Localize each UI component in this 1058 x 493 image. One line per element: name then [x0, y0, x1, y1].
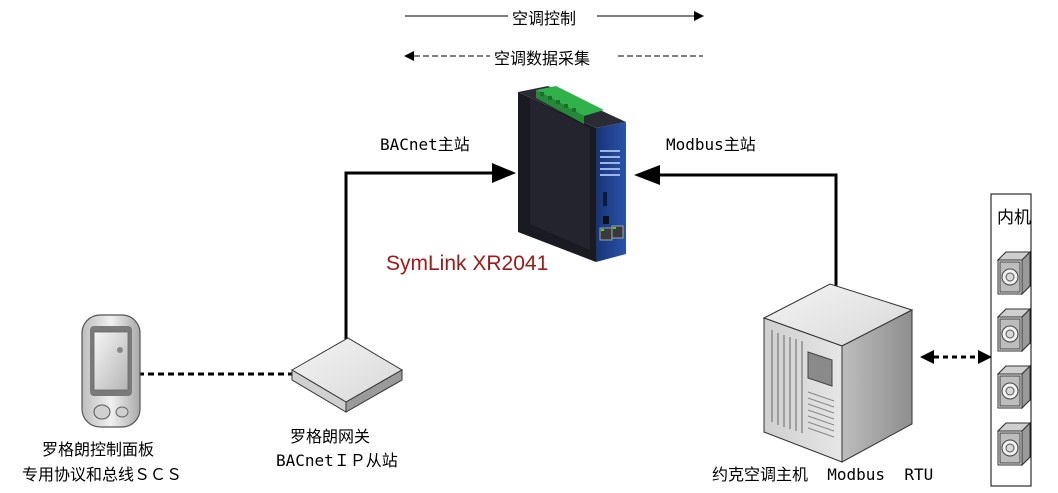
indoor-unit-icon	[996, 364, 1032, 410]
indoor-unit-icon	[996, 421, 1032, 467]
york-host-label: 约克空调主机 Modbus RTU	[712, 465, 934, 484]
symlink-gateway-device	[518, 86, 626, 262]
legend-control-label: 空调控制	[512, 11, 577, 28]
legend-collection-label: 空调数据采集	[494, 51, 591, 68]
legrand-gateway-device	[291, 337, 403, 413]
indoor-units-list	[996, 250, 1032, 467]
panel-protocol: 专用协议和总线ＳＣＳ	[22, 465, 183, 484]
host-indoor-link	[920, 350, 992, 364]
indoor-units-title: 内机	[997, 208, 1031, 227]
york-ac-host	[762, 283, 914, 463]
legrand-gateway-role: BACnetＩＰ从站	[276, 451, 398, 470]
legrand-gateway-name: 罗格朗网关	[290, 427, 371, 446]
legend-collection-arrow	[404, 51, 703, 61]
panel-name: 罗格朗控制面板	[42, 440, 155, 459]
bacnet-master-label: BACnet主站	[380, 135, 470, 154]
legrand-control-panel	[81, 314, 141, 428]
indoor-unit-icon	[996, 250, 1032, 296]
product-name: SymLink XR2041	[386, 252, 549, 275]
modbus-master-label: Modbus主站	[666, 135, 756, 154]
indoor-unit-icon	[996, 307, 1032, 353]
